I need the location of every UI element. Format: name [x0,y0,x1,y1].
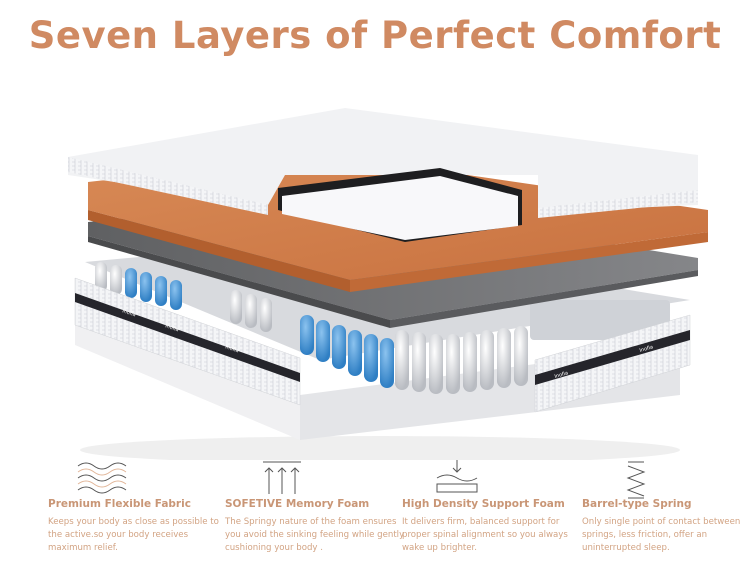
feature-heading: SOFETIVE Memory Foam [225,498,370,510]
feature-text: Only single point of contact between spr… [582,517,741,553]
pressure-support-icon [402,452,587,496]
brand-mark: Inofia [121,308,136,318]
page-title: Seven Layers of Perfect Comfort [28,14,722,57]
feature-text: It delivers firm, balanced support for p… [402,517,568,553]
arrows-up-icon [225,452,410,496]
svg-text:Inofia: Inofia [224,344,239,354]
fabric-cover-layer [68,108,698,242]
svg-text:Inofia: Inofia [554,370,569,380]
svg-text:Inofia: Inofia [164,323,179,333]
feature-heading: Premium Flexible Fabric [48,498,191,510]
feature-heading: High Density Support Foam [402,498,565,510]
feature-heading: Barrel-type Spring [582,498,692,510]
svg-text:Inofia: Inofia [639,344,654,354]
feature-spring: Barrel-type Spring Only single point of … [582,452,750,555]
feature-memory-foam: SOFETIVE Memory Foam The Springy nature … [225,452,410,555]
wavy-lines-icon [48,452,233,496]
feature-support-foam: High Density Support Foam It delivers fi… [402,452,587,555]
feature-fabric: Premium Flexible Fabric Keeps your body … [48,452,233,555]
mattress-layers-graphic: Inofia Inofia Inofia Inofia Inofia [68,108,708,464]
mattress-illustration: Inofia Inofia Inofia Inofia Inofia [0,80,750,464]
feature-text: Keeps your body as close as possible to … [48,517,219,553]
coil-spring-icon [582,452,750,499]
feature-text: The Springy nature of the foam ensures y… [225,517,405,553]
feature-list: Premium Flexible Fabric Keeps your body … [0,452,750,582]
